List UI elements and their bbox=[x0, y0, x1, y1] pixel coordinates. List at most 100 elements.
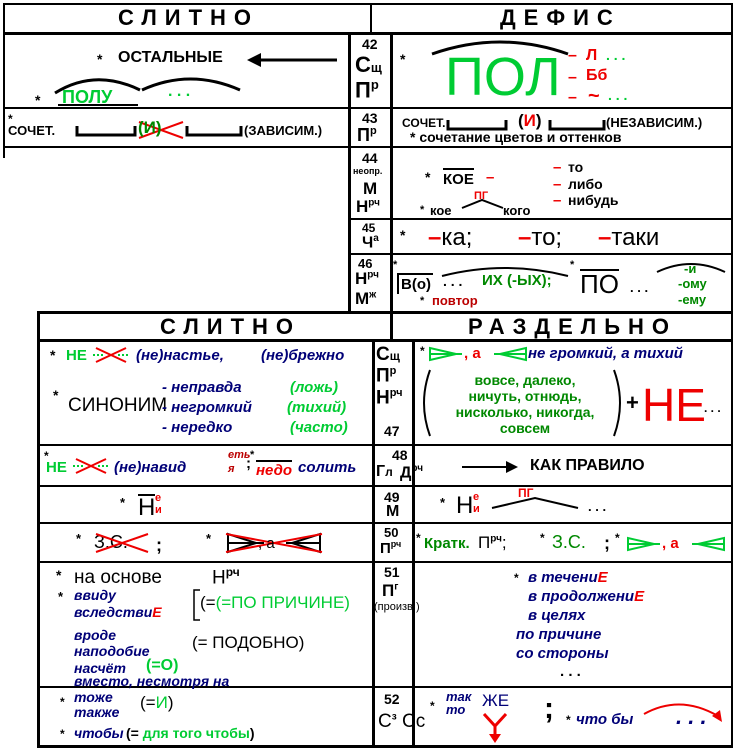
arc-line bbox=[441, 267, 569, 277]
star: * bbox=[120, 495, 126, 510]
pg-label: ПГ bbox=[474, 190, 489, 202]
star: * bbox=[566, 713, 571, 727]
star: * bbox=[8, 112, 13, 126]
cross-mark bbox=[73, 458, 110, 474]
star: * bbox=[420, 295, 425, 307]
arrow-right-icon bbox=[462, 461, 518, 473]
rule-number: 50 bbox=[384, 525, 399, 540]
part-of-speech: Пг bbox=[382, 581, 399, 600]
subject-mark-icon bbox=[627, 536, 660, 552]
rule-number: 46 bbox=[358, 256, 373, 271]
conj-a: , а bbox=[464, 345, 481, 362]
capital-letter: Бб bbox=[586, 67, 608, 84]
part-of-speech: Нрч bbox=[355, 269, 379, 288]
to-suffix: то bbox=[568, 159, 584, 175]
rule-number: 48 bbox=[392, 447, 408, 463]
suffix-i: -и bbox=[684, 261, 697, 276]
part-of-speech: Дрч bbox=[400, 463, 424, 482]
arc-line bbox=[656, 263, 726, 273]
prep-prichine: по причине bbox=[516, 626, 602, 643]
rule-number: 44 bbox=[362, 150, 378, 166]
star: * bbox=[540, 531, 545, 545]
part-of-speech: Сщ bbox=[355, 52, 382, 77]
ostalnye-label: ОСТАЛЬНЫЕ bbox=[118, 49, 223, 66]
vowel-i: и bbox=[473, 503, 480, 515]
ne-ni-block: Н bbox=[456, 492, 474, 519]
star: * bbox=[56, 567, 62, 583]
paren-right bbox=[613, 369, 621, 437]
contrast-phrase: не громкий, а тихий bbox=[528, 345, 683, 362]
star: * bbox=[35, 92, 41, 108]
dash: – bbox=[568, 69, 577, 86]
word-chto-by: что бы bbox=[576, 711, 634, 728]
zs-label: З.С. bbox=[552, 532, 586, 552]
eq-dlya-togo: (= для того чтобы) bbox=[126, 725, 255, 741]
part-of-speech: Сз Сс bbox=[378, 711, 426, 732]
syn-meaning-1: (ложь) bbox=[290, 379, 339, 396]
star: * bbox=[76, 531, 82, 546]
predicate-mark-icon bbox=[692, 536, 725, 552]
example-navid: (не)навид bbox=[114, 459, 187, 476]
part-of-speech: Ча bbox=[362, 233, 379, 252]
koe-word: КОЕ bbox=[443, 168, 474, 187]
letter-l: Л bbox=[586, 47, 598, 64]
libo-suffix: либо bbox=[568, 176, 603, 192]
eq-o: (=О) bbox=[146, 657, 179, 674]
word-chtoby: чтобы bbox=[74, 725, 124, 741]
curved-arrow-icon bbox=[643, 703, 722, 722]
pol-word: ПОЛ bbox=[445, 47, 561, 107]
rule-number: 45 bbox=[362, 221, 376, 235]
eq-po-prichine: (=(=ПО ПРИЧИНЕ) bbox=[200, 593, 350, 612]
plus-sign: + bbox=[626, 390, 639, 415]
polu-word: ПОЛУ bbox=[62, 87, 113, 107]
prep-vsledstvie: вследствиЕ bbox=[74, 604, 162, 620]
nezavisim-label: (НЕЗАВИСИМ.) bbox=[606, 115, 703, 130]
syn-meaning-2: (тихий) bbox=[287, 399, 347, 416]
neopr-label: неопр. bbox=[353, 166, 383, 176]
eq-podobno: (= ПОДОБНО) bbox=[192, 633, 305, 652]
conj-i: (И) bbox=[138, 118, 162, 137]
semicolon: ; bbox=[604, 533, 610, 553]
word-scheme bbox=[75, 121, 243, 139]
ending-et: еть bbox=[228, 449, 251, 461]
word-takzhe: также bbox=[74, 704, 120, 720]
sochet-label: СОЧЕТ. bbox=[402, 116, 446, 130]
dash: – bbox=[553, 176, 562, 193]
kogo-word: кого bbox=[503, 203, 531, 218]
semicolon: ; bbox=[156, 535, 162, 555]
rule-number: 47 bbox=[384, 423, 400, 439]
star: * bbox=[97, 51, 103, 67]
part-of-speech: Пр bbox=[357, 125, 377, 145]
star: * bbox=[53, 387, 59, 403]
fork-arrow-icon bbox=[482, 712, 508, 743]
header-defis: ДЕФИС bbox=[500, 5, 621, 30]
part-of-speech: Сщ bbox=[376, 344, 400, 365]
example-brezhno: (не)брежно bbox=[261, 347, 345, 364]
star: * bbox=[570, 259, 575, 271]
dash: – bbox=[568, 47, 577, 64]
prep-napodobie: наподобие bbox=[74, 643, 150, 659]
header-razdelno: РАЗДЕЛЬНО bbox=[468, 314, 678, 339]
star: * bbox=[206, 531, 212, 546]
part-of-speech: Гл bbox=[376, 463, 393, 480]
star: * bbox=[250, 449, 255, 461]
part-of-speech: Мж bbox=[355, 289, 377, 308]
star: * bbox=[60, 727, 65, 741]
povtor-label: повтор bbox=[432, 293, 478, 308]
word-scheme bbox=[446, 120, 606, 131]
zavisim-label: (ЗАВИСИМ.) bbox=[244, 123, 323, 138]
part-of-speech: Нрч bbox=[376, 387, 403, 409]
rule-number: 51 bbox=[384, 564, 400, 580]
part-of-speech: Нрч bbox=[212, 565, 240, 589]
arc-lines bbox=[54, 77, 241, 95]
rule-number: 52 bbox=[384, 691, 400, 707]
cross-mark bbox=[93, 347, 130, 363]
star: * bbox=[416, 531, 421, 545]
ne-ni-block: Н bbox=[138, 494, 156, 521]
chevron-mark bbox=[491, 496, 579, 509]
rule-number: 42 bbox=[362, 36, 378, 52]
vo-prefix: В(о) bbox=[397, 273, 433, 294]
star: * bbox=[50, 347, 56, 363]
prep-techenie: в течениЕ bbox=[528, 569, 608, 586]
part-of-speech: Нрч bbox=[356, 197, 380, 216]
